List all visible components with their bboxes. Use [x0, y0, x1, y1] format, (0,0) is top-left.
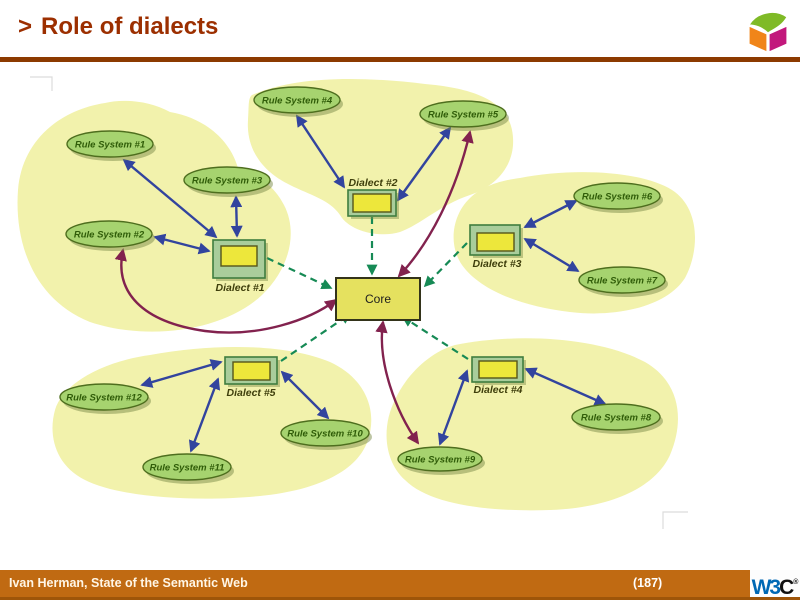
svg-text:Rule System #8: Rule System #8 [581, 413, 652, 424]
svg-text:Core: Core [365, 292, 391, 306]
core-node: Core [335, 277, 421, 321]
dialect-node-2: Dialect #2 [347, 177, 399, 219]
dialect-label: Dialect #4 [473, 384, 522, 396]
corner-mark-bottom-right [662, 511, 688, 529]
svg-text:Rule System #9: Rule System #9 [405, 455, 476, 466]
slide-header: > Role of dialects [0, 0, 800, 62]
dialect-label: Dialect #1 [215, 282, 264, 294]
w3c-logo-w3: W3 [751, 576, 781, 599]
header-divider [0, 57, 800, 62]
rule-system-node-9: Rule System #9 [397, 446, 485, 475]
svg-text:Rule System #11: Rule System #11 [150, 463, 225, 474]
rule-system-node-6: Rule System #6 [573, 182, 663, 213]
svg-text:Rule System #4: Rule System #4 [262, 96, 333, 107]
rule-system-node-4: Rule System #4 [253, 86, 343, 117]
rule-system-node-3: Rule System #3 [183, 166, 273, 197]
dialect-label: Dialect #2 [348, 177, 397, 189]
w3c-logo-c: C [779, 576, 794, 599]
dialect-label: Dialect #3 [472, 258, 521, 270]
svg-text:Rule System #2: Rule System #2 [74, 230, 145, 241]
slide-footer: Ivan Herman, State of the Semantic Web (… [0, 570, 800, 600]
rule-system-node-10: Rule System #10 [280, 419, 372, 450]
rule-system-node-8: Rule System #8 [571, 403, 663, 434]
rule-system-node-1: Rule System #1 [66, 130, 156, 161]
w3c-logo: W3C® [750, 570, 800, 599]
rule-system-node-11: Rule System #11 [142, 453, 234, 484]
svg-text:Rule System #12: Rule System #12 [66, 393, 142, 404]
dialect-label: Dialect #5 [226, 387, 275, 399]
title-text: Role of dialects [41, 13, 219, 40]
svg-text:Rule System #3: Rule System #3 [192, 176, 263, 187]
svg-text:Rule System #5: Rule System #5 [428, 110, 499, 121]
w3c-logo-mark: ® [793, 579, 799, 586]
page-title: > Role of dialects [18, 13, 218, 41]
svg-text:Rule System #1: Rule System #1 [75, 140, 145, 151]
svg-text:Rule System #6: Rule System #6 [582, 192, 653, 203]
sweo-cube-logo-icon [747, 11, 788, 53]
dialect-node-1: Dialect #1 [212, 239, 268, 294]
dialect-node-5: Dialect #5 [224, 356, 280, 399]
svg-text:Rule System #10: Rule System #10 [287, 429, 363, 440]
rule-system-node-12: Rule System #12 [59, 383, 151, 414]
title-marker: > [18, 13, 33, 40]
rule-system-node-2: Rule System #2 [65, 220, 155, 251]
corner-mark-top-left [30, 76, 53, 91]
dialect-node-3: Dialect #3 [469, 224, 523, 270]
page-number: (187) [633, 576, 663, 590]
maroon-links [114, 130, 474, 445]
footer-credit: Ivan Herman, State of the Semantic Web [9, 576, 248, 590]
svg-text:Rule System #7: Rule System #7 [587, 276, 658, 287]
dialect-node-4: Dialect #4 [471, 356, 526, 396]
rule-system-node-7: Rule System #7 [578, 266, 668, 297]
rule-system-node-5: Rule System #5 [419, 100, 509, 131]
